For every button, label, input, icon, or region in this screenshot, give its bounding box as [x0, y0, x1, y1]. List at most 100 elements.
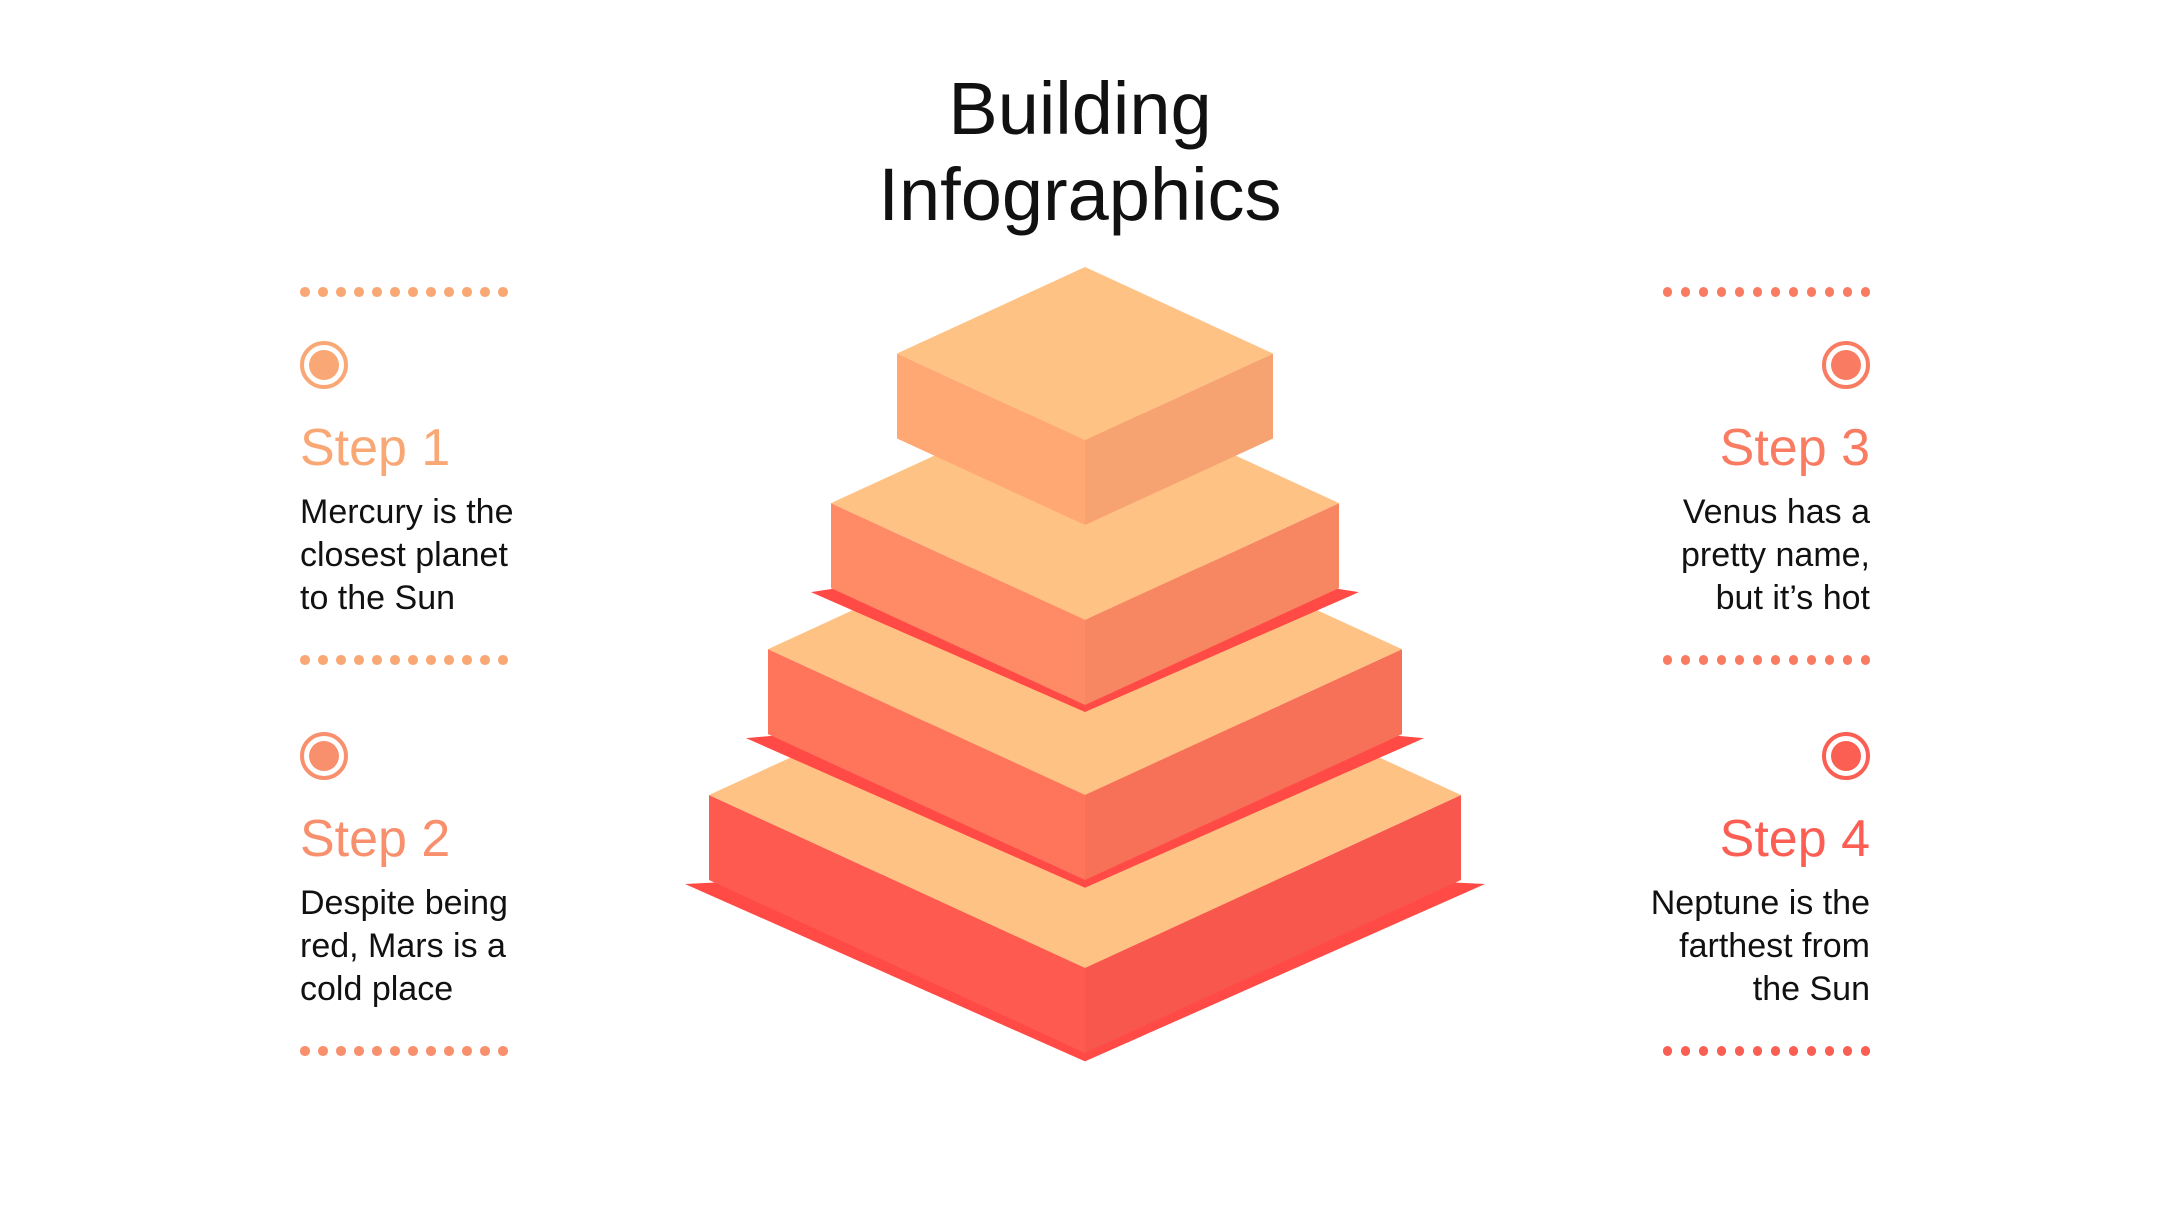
dot: [1806, 287, 1816, 297]
dot: [1752, 655, 1762, 665]
step-3-title: Step 3: [1719, 419, 1870, 477]
dot: [426, 287, 436, 297]
dot: [300, 287, 310, 297]
dot: [1824, 287, 1834, 297]
dot: [1680, 655, 1690, 665]
dot: [1662, 655, 1672, 665]
step-4-desc-line-3: the Sun: [1752, 970, 1870, 1008]
step-3-block: Step 3 Venus has a pretty name, but it’s…: [1610, 287, 1870, 665]
tier-4-right-face: [1085, 795, 1461, 1053]
step-4-marker-icon: [1822, 732, 1870, 780]
dot: [390, 287, 400, 297]
dot: [1788, 287, 1798, 297]
dot: [1860, 655, 1870, 665]
dot: [354, 655, 364, 665]
step-3-desc-line-1: Venus has a: [1682, 493, 1870, 531]
dot: [336, 655, 346, 665]
dot: [318, 1046, 328, 1056]
dot: [498, 287, 508, 297]
step-3-marker-icon: [1822, 341, 1870, 389]
dot: [1680, 1046, 1690, 1056]
step-1-marker-icon: [300, 341, 348, 389]
dot: [1824, 655, 1834, 665]
dot: [318, 655, 328, 665]
dot: [336, 287, 346, 297]
dot: [1734, 287, 1744, 297]
dot: [1860, 287, 1870, 297]
step-4-desc-line-1: Neptune is the: [1650, 884, 1870, 922]
dot: [1806, 655, 1816, 665]
step-1-top-dots: [300, 287, 560, 297]
step-3-top-dots: [1610, 287, 1870, 297]
dot: [1842, 1046, 1852, 1056]
step-3-desc-line-3: but it’s hot: [1715, 579, 1870, 617]
step-2-bottom-dots: [300, 1046, 560, 1056]
step-4-block: Step 4 Neptune is the farthest from the …: [1610, 678, 1870, 1056]
tier-2-right-face: [1085, 503, 1339, 705]
step-2-desc-line-3: cold place: [300, 970, 454, 1008]
step-1-desc-line-2: closest planet: [300, 536, 508, 574]
dot: [372, 655, 382, 665]
tier-2-left-face: [831, 503, 1085, 705]
step-1-description: Mercury is the closest planet to the Sun: [300, 491, 560, 620]
dot: [426, 1046, 436, 1056]
step-2-description: Despite being red, Mars is a cold place: [300, 882, 560, 1011]
step-1-bottom-dots: [300, 655, 560, 665]
tier-3-left-face: [768, 649, 1085, 880]
step-1-title: Step 1: [300, 419, 451, 477]
dot: [1770, 1046, 1780, 1056]
dot: [1698, 1046, 1708, 1056]
dot: [408, 1046, 418, 1056]
step-1-desc-line-1: Mercury is the: [300, 493, 514, 531]
dot: [354, 1046, 364, 1056]
dot: [408, 287, 418, 297]
step-4-title: Step 4: [1719, 810, 1870, 868]
dot: [444, 655, 454, 665]
step-2-desc-line-2: red, Mars is a: [300, 927, 506, 965]
dot: [300, 1046, 310, 1056]
dot: [1788, 655, 1798, 665]
dot: [1698, 287, 1708, 297]
dot: [444, 1046, 454, 1056]
dot: [336, 1046, 346, 1056]
dot: [318, 287, 328, 297]
step-2-title: Step 2: [300, 810, 451, 868]
dot: [1842, 287, 1852, 297]
dot: [1680, 287, 1690, 297]
dot: [1662, 1046, 1672, 1056]
dot: [498, 1046, 508, 1056]
dot: [390, 655, 400, 665]
dot: [1824, 1046, 1834, 1056]
dot: [1752, 1046, 1762, 1056]
tier-3-right-face: [1085, 649, 1402, 880]
step-3-bottom-dots: [1610, 655, 1870, 665]
step-3-desc-line-2: pretty name,: [1681, 536, 1870, 574]
tier-1-top-face: [897, 267, 1273, 440]
dot: [1716, 655, 1726, 665]
dot: [480, 1046, 490, 1056]
tier-1-right-face: [1085, 353, 1273, 525]
step-4-description: Neptune is the farthest from the Sun: [1610, 882, 1870, 1011]
title-line-1: Building: [948, 67, 1212, 150]
dot: [462, 655, 472, 665]
dot: [444, 287, 454, 297]
dot: [1734, 655, 1744, 665]
dot: [390, 1046, 400, 1056]
dot: [426, 655, 436, 665]
dot: [1734, 1046, 1744, 1056]
dot: [1770, 655, 1780, 665]
step-2-block: Step 2 Despite being red, Mars is a cold…: [300, 678, 560, 1056]
dot: [1716, 287, 1726, 297]
dot: [300, 655, 310, 665]
step-1-desc-line-3: to the Sun: [300, 579, 456, 617]
dot: [1716, 1046, 1726, 1056]
title-line-2: Infographics: [878, 153, 1282, 236]
dot: [372, 1046, 382, 1056]
tier-1-left-face: [897, 353, 1085, 525]
dot: [462, 287, 472, 297]
dot: [480, 655, 490, 665]
step-1-block: Step 1 Mercury is the closest planet to …: [300, 287, 560, 665]
dot: [1842, 655, 1852, 665]
